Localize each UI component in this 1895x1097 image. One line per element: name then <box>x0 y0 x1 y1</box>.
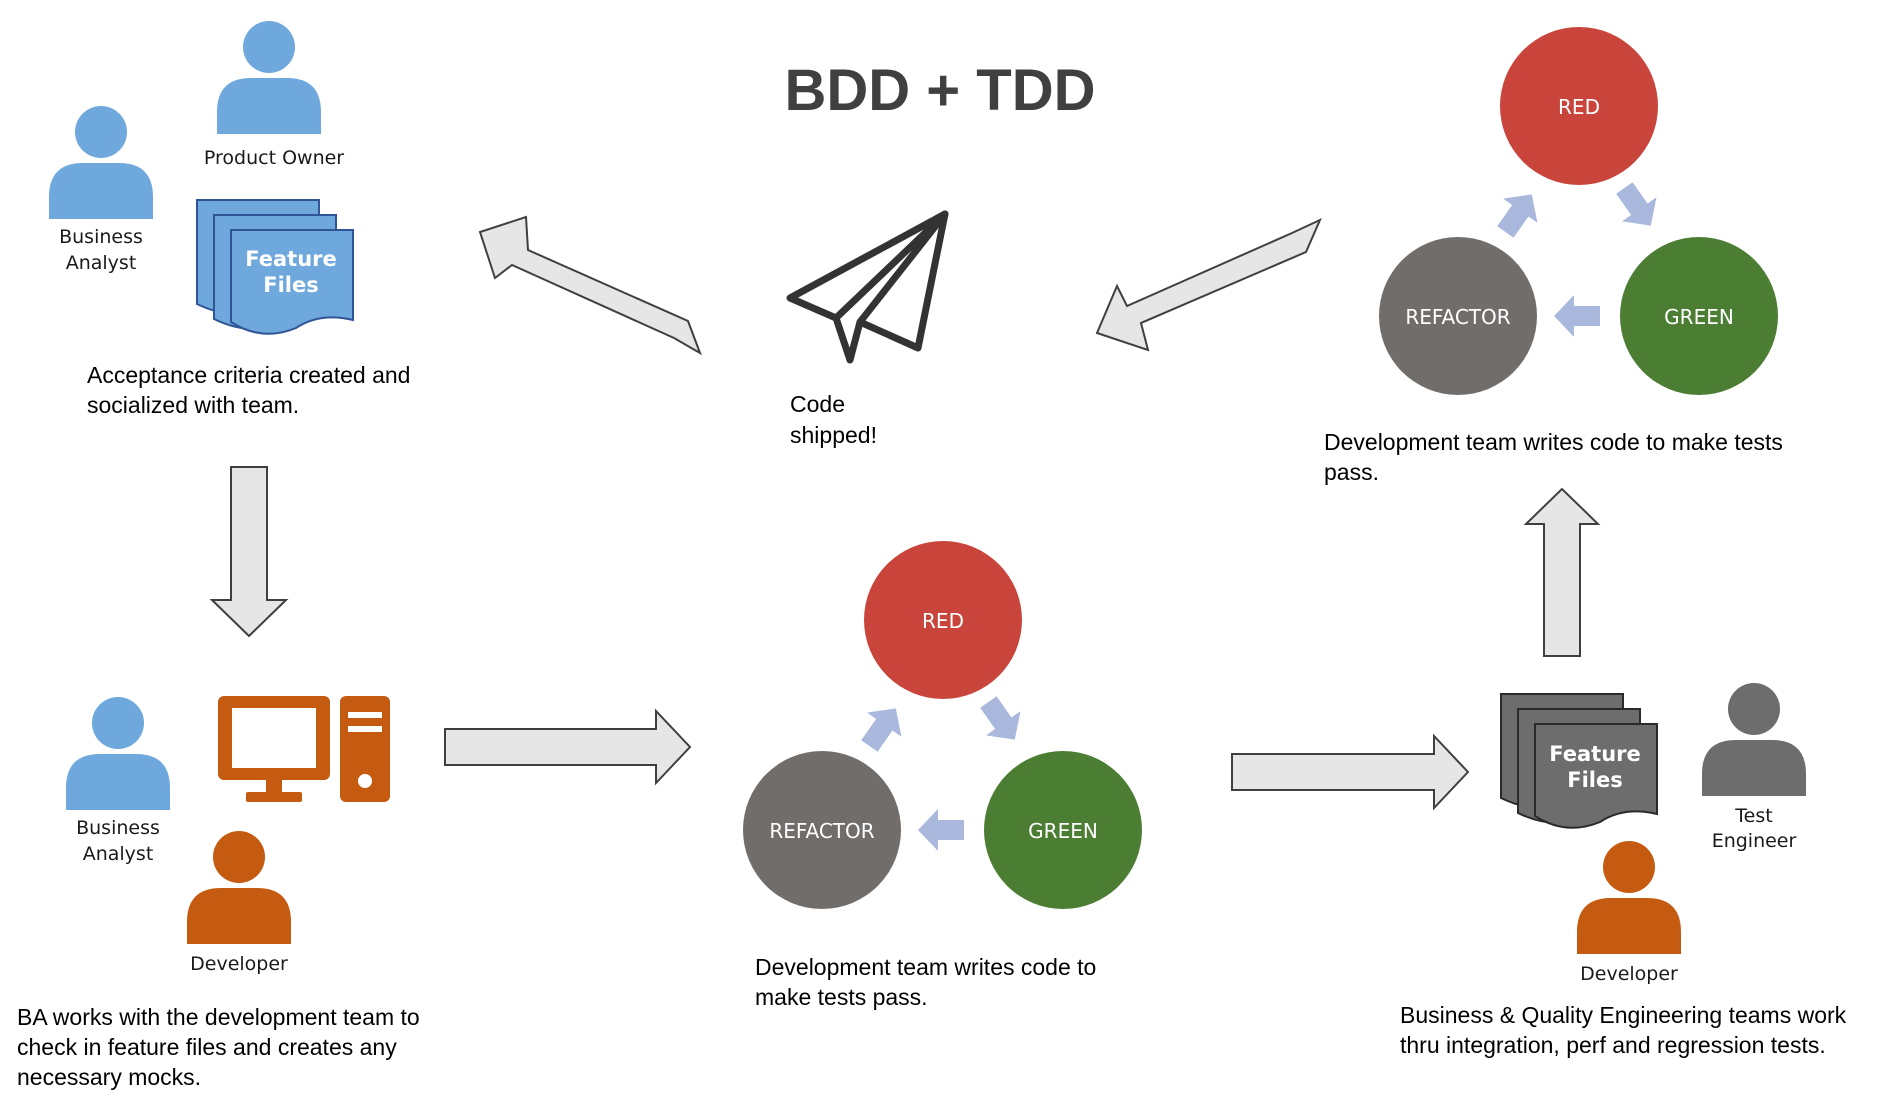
flow-arrow-icon <box>444 708 692 786</box>
test-engineer-label-line1: Test <box>1734 805 1772 827</box>
feature-files-document-stack-icon <box>196 199 354 335</box>
step3-caption-line1: Development team writes code to <box>755 954 1096 980</box>
tdd-cycle-top-right: RED GREEN REFACTOR <box>1379 27 1778 395</box>
flow-arrow-icon <box>209 466 289 638</box>
business-analyst-person-icon <box>66 697 170 810</box>
desktop-computer-icon <box>218 696 390 802</box>
business-analyst-label-line1: Business <box>59 226 143 248</box>
step3-caption-line2: make tests pass. <box>755 984 928 1010</box>
cycle-arrow-icon <box>980 696 1021 740</box>
step2-caption-line3: necessary mocks. <box>17 1064 201 1090</box>
green-circle <box>1620 237 1778 395</box>
step1-caption-line1: Acceptance criteria created and <box>87 362 410 388</box>
business-analyst-label-line1: Business <box>76 817 160 839</box>
developer-label: Developer <box>190 953 288 975</box>
feature-files-label-line2: Files <box>1567 768 1622 792</box>
step1-caption-line2: socialized with team. <box>87 392 299 418</box>
step2-caption-line2: check in feature files and creates any <box>17 1034 397 1060</box>
step6-caption-line1: Code <box>790 391 845 417</box>
flow-arrow-icon <box>1231 733 1470 811</box>
step5-caption-line1: Development team writes code to make tes… <box>1324 429 1783 455</box>
green-label: GREEN <box>1664 305 1734 329</box>
test-engineer-person-icon <box>1702 683 1806 796</box>
business-analyst-label-line2: Analyst <box>83 843 154 865</box>
flow-arrow-icon <box>1095 217 1322 352</box>
cycle-arrow-icon <box>1554 295 1600 337</box>
product-owner-label: Product Owner <box>204 147 344 169</box>
diagram-title: BDD + TDD <box>785 58 1096 123</box>
red-circle <box>864 541 1022 699</box>
step4-caption-line2: thru integration, perf and regression te… <box>1400 1032 1826 1058</box>
green-circle <box>984 751 1142 909</box>
green-label: GREEN <box>1028 819 1098 843</box>
tdd-cycle-middle: RED GREEN REFACTOR <box>743 541 1142 909</box>
red-label: RED <box>922 609 964 633</box>
cycle-arrow-icon <box>918 809 964 851</box>
refactor-label: REFACTOR <box>769 819 874 843</box>
step2-caption-line1: BA works with the development team to <box>17 1004 420 1030</box>
cycle-arrow-icon <box>861 708 902 752</box>
step4-caption-line1: Business & Quality Engineering teams wor… <box>1400 1002 1847 1028</box>
test-engineer-label-line2: Engineer <box>1712 830 1797 852</box>
developer-person-icon <box>187 831 291 944</box>
refactor-circle <box>1379 237 1537 395</box>
flow-arrow-icon <box>1523 487 1601 657</box>
paper-plane-icon <box>786 210 949 364</box>
business-analyst-person-icon <box>49 106 153 219</box>
step5-caption-line2: pass. <box>1324 459 1379 485</box>
red-circle <box>1500 27 1658 185</box>
flow-arrow-icon <box>478 215 702 356</box>
product-owner-person-icon <box>217 21 321 134</box>
cycle-arrow-icon <box>1616 182 1657 226</box>
developer-person-icon <box>1577 841 1681 954</box>
feature-files-document-stack-icon <box>1500 693 1658 829</box>
business-analyst-label-line2: Analyst <box>66 252 137 274</box>
cycle-arrow-icon <box>1497 194 1538 238</box>
refactor-label: REFACTOR <box>1405 305 1510 329</box>
step6-caption-line2: shipped! <box>790 422 877 448</box>
feature-files-label-line2: Files <box>263 273 318 297</box>
refactor-circle <box>743 751 901 909</box>
developer-label: Developer <box>1580 963 1678 985</box>
feature-files-label-line1: Feature <box>1549 742 1641 766</box>
red-label: RED <box>1558 95 1600 119</box>
feature-files-label-line1: Feature <box>245 247 337 271</box>
